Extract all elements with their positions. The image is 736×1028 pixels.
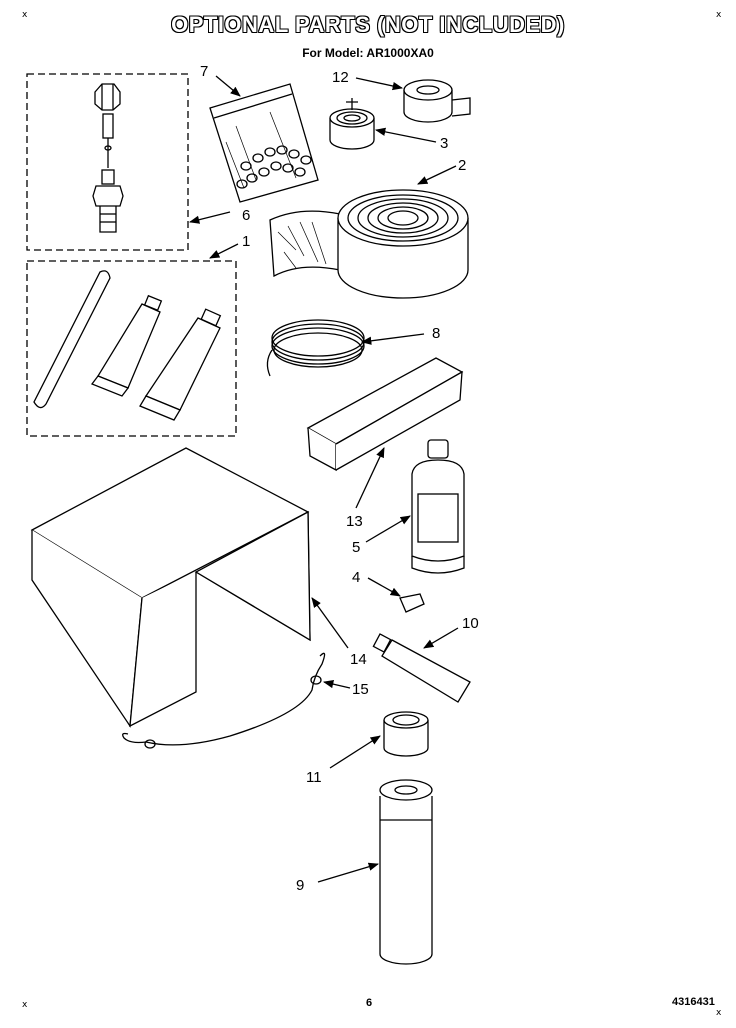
cleaner-bottle [411, 439, 465, 574]
leader-2 [417, 165, 457, 185]
callout-9: 9 [296, 877, 304, 894]
unit-cover [30, 447, 311, 728]
flare-fitting-assembly [92, 83, 124, 233]
callout-1: 1 [242, 233, 250, 250]
callout-11: 11 [306, 769, 322, 786]
leader-10 [423, 627, 459, 649]
callout-10: 10 [462, 615, 479, 632]
page-number: 6 [366, 997, 373, 1009]
callout-3: 3 [440, 135, 448, 152]
sealant-kit-dashed-box [26, 260, 237, 437]
spray-can [379, 779, 433, 965]
leader-7 [215, 75, 241, 97]
sealant-tube-large [139, 308, 222, 421]
model-subtitle: For Model: AR1000XA0 [302, 46, 434, 60]
screw-bag [209, 83, 319, 203]
leader-6 [188, 211, 231, 224]
leader-5 [365, 515, 411, 543]
coiled-wire [266, 319, 365, 377]
leader-1 [209, 243, 239, 259]
corner-mark-bottom-left: x [22, 1000, 28, 1010]
page-title: OPTIONAL PARTS (NOT INCLUDED) [171, 12, 565, 37]
leader-12 [355, 77, 404, 91]
callout-5: 5 [352, 539, 360, 556]
insulation-roll [269, 189, 469, 299]
fitting-kit-dashed-box [26, 73, 189, 251]
leader-8 [360, 333, 425, 345]
leader-11 [329, 735, 381, 769]
foam-seal-block [306, 357, 464, 472]
tie-cord [122, 652, 326, 749]
callout-14: 14 [350, 651, 367, 668]
callout-8: 8 [432, 325, 440, 342]
tape-roll-small [403, 79, 471, 123]
leader-14 [311, 597, 349, 649]
spray-can-cap [383, 711, 429, 757]
sealant-tube-small [90, 294, 163, 397]
callout-12: 12 [332, 69, 349, 86]
callout-2: 2 [458, 157, 466, 174]
nozzle-cap [399, 593, 425, 613]
leader-3 [374, 127, 437, 143]
corner-mark-top-left: x [22, 10, 28, 20]
callout-13: 13 [346, 513, 363, 530]
adhesive-tube [372, 633, 471, 703]
callout-7: 7 [200, 63, 208, 80]
callout-15: 15 [352, 681, 369, 698]
leader-13 [355, 447, 385, 509]
callout-4: 4 [352, 569, 360, 586]
leader-9 [317, 862, 379, 883]
corner-mark-bottom-right: x [716, 1008, 722, 1018]
foam-tape-roll [329, 98, 375, 150]
leader-4 [367, 577, 401, 597]
applicator-stick [33, 270, 111, 409]
document-code: 4316431 [672, 996, 715, 1008]
callout-6: 6 [242, 207, 250, 224]
corner-mark-top-right: x [716, 10, 722, 20]
leader-15 [322, 680, 351, 689]
